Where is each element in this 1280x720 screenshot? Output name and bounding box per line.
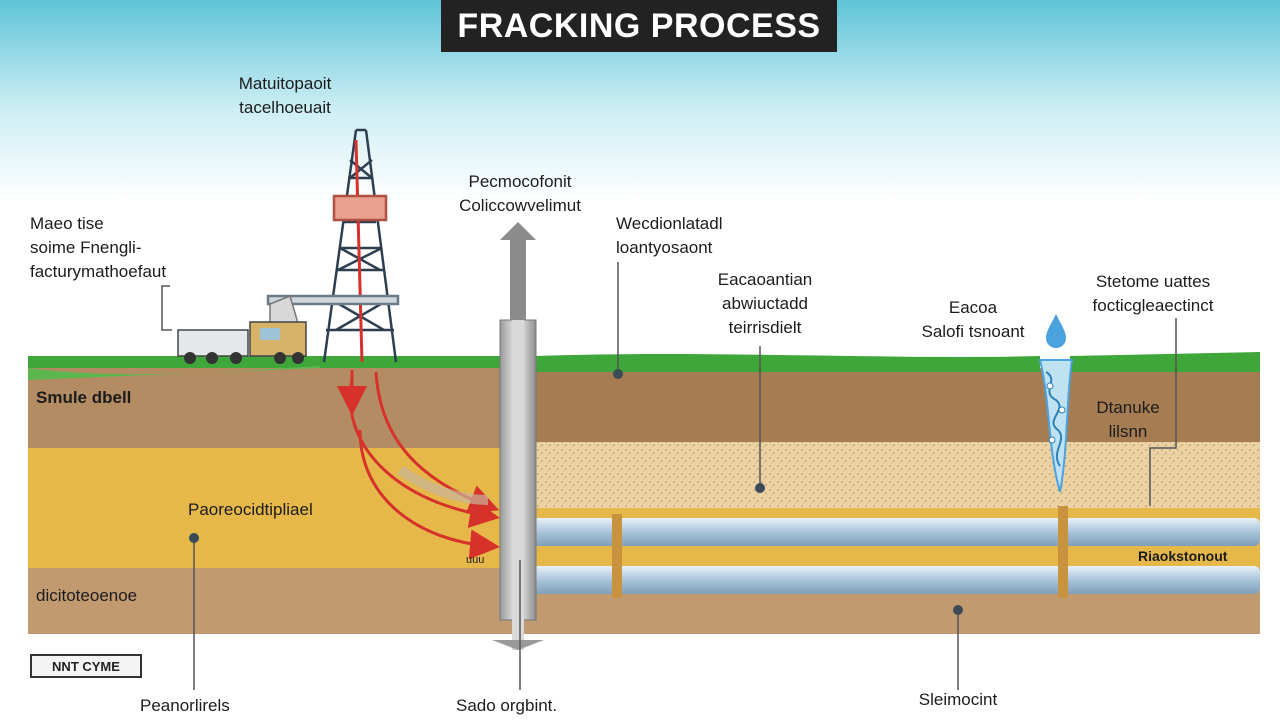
arrow-up-icon xyxy=(500,222,536,320)
grass-surface-right xyxy=(536,354,1040,372)
shale-layer-left xyxy=(28,448,520,568)
mid-lower-line-3: teirrisdielt xyxy=(728,318,802,337)
fluid-flow-arrows xyxy=(337,370,500,560)
small-mark-label: uuu xyxy=(466,554,485,566)
pipe-coupling-2 xyxy=(1058,506,1068,598)
pipe-right-label: Riaokstonout xyxy=(1138,548,1228,564)
rig-label-line-1: Matuitopaoit xyxy=(238,74,332,93)
sign-label: NNT CYME xyxy=(30,654,142,678)
sand-layer xyxy=(520,440,1260,510)
grass-surface xyxy=(28,356,500,368)
mid-lower-line-2: abwiuctadd xyxy=(721,294,808,313)
well-bottom-arrow xyxy=(492,640,544,650)
production-layer-label: Paoreocidtipliael xyxy=(188,500,313,519)
mid-upper-line-1: Wecdionlatadl xyxy=(616,214,723,233)
right-side-line-2: lilsnn xyxy=(1108,422,1148,441)
well-inner xyxy=(512,320,524,650)
bottom-center-label: Sado orgbint. xyxy=(456,696,558,715)
left-upper-line-3: facturymathoefaut xyxy=(30,262,167,281)
water-drop-icon xyxy=(1046,314,1066,348)
center-top-line-1: Pecmocofonit xyxy=(468,172,572,191)
grass-left-bank xyxy=(28,366,320,380)
rig-label: Matuitopaoit tacelhoeuait xyxy=(210,72,360,120)
vertical-well xyxy=(492,222,544,650)
fracture-icon xyxy=(1038,359,1074,493)
bottom-right-line-1: Sleimocint xyxy=(918,690,998,709)
pipe-coupling-1 xyxy=(612,514,622,598)
right-upper-label: Stetome uattes focticgleaectinct xyxy=(1068,270,1238,318)
right-side-line-1: Dtanuke xyxy=(1096,398,1160,417)
grass-surface-far-right xyxy=(1070,352,1260,372)
right-side-label: Dtanuke lilsnn xyxy=(1088,396,1168,444)
water-label-line-1: Eacoa xyxy=(948,298,998,317)
right-upper-line-1: Stetome uattes xyxy=(1095,272,1211,291)
right-upper-line-2: focticgleaectinct xyxy=(1092,296,1214,315)
pipe-upper xyxy=(528,518,1260,546)
mid-lower-label: Eacaoantian abwiuctadd teirrisdielt xyxy=(690,268,840,340)
truck-icon xyxy=(177,321,307,364)
center-top-line-2: Coliccowvelimut xyxy=(459,196,581,215)
page-title: FRACKING PROCESS xyxy=(441,0,837,52)
shale-left-label: Smule dbell xyxy=(36,388,132,407)
mid-lower-line-1: Eacaoantian xyxy=(717,270,813,289)
center-top-label: Pecmocofonit Coliccowvelimut xyxy=(440,170,600,218)
right-soil xyxy=(520,368,1260,442)
lower-left-label: dicitoteoenoe xyxy=(36,586,138,605)
fluid-arrow-3 xyxy=(358,429,500,560)
mid-upper-line-2: loantyosaont xyxy=(616,238,713,257)
water-label-line-2: Salofi tsnoant xyxy=(921,322,1025,341)
left-upper-line-2: soime Fnengli- xyxy=(30,238,142,257)
left-upper-line-1: Maeo tise xyxy=(30,214,104,233)
horizontal-wells xyxy=(528,506,1260,598)
pipe-lower xyxy=(528,566,1260,594)
grey-flow-arrow xyxy=(397,465,489,505)
bottom-left-label: Peanorlirels xyxy=(140,696,230,715)
callout-dots xyxy=(189,369,963,615)
bottom-right-label: Sleimocint xyxy=(888,688,1028,712)
left-upper-label: Maeo tise soime Fnengli- facturymathoefa… xyxy=(30,212,166,284)
water-label: Eacoa Salofi tsnoant xyxy=(908,296,1038,344)
rig-label-line-2: tacelhoeuait xyxy=(239,98,331,117)
callout-lines xyxy=(161,262,1177,690)
mid-upper-label: Wecdionlatadl loantyosaont xyxy=(616,212,722,260)
